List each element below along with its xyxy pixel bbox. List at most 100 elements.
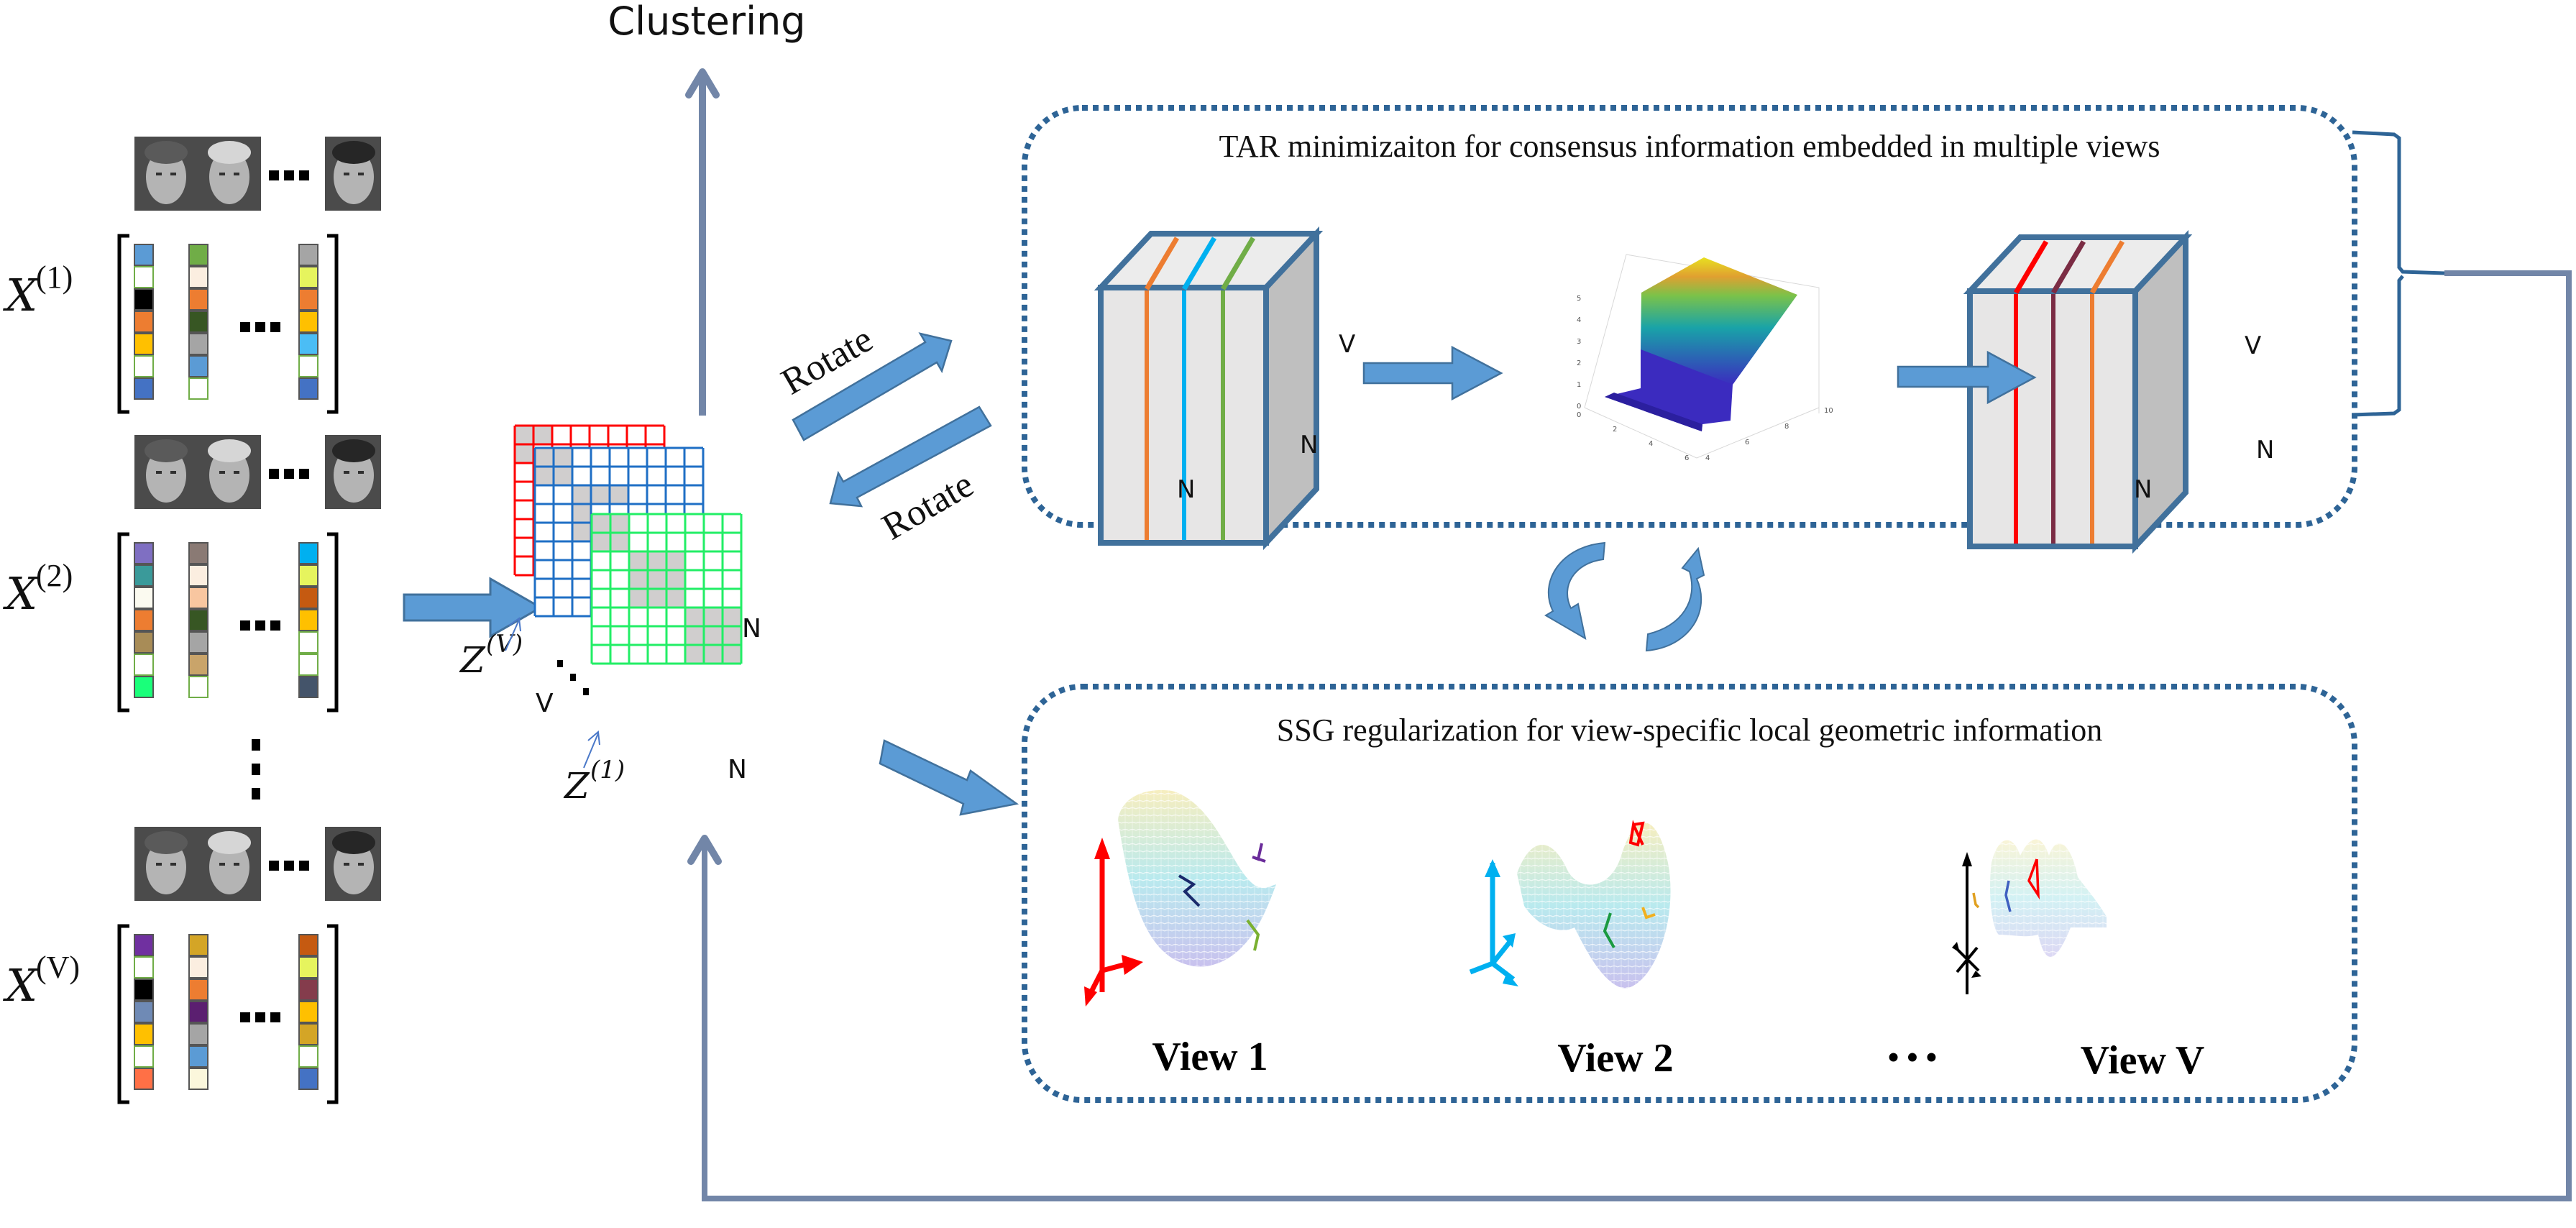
feature-cell (188, 355, 208, 377)
tensor-z-bottom-label: Z (1) (563, 730, 625, 807)
feature-cell (134, 676, 154, 698)
feature-cell (298, 542, 318, 564)
svg-text:(V): (V) (36, 950, 80, 985)
tube-fiber-top (2013, 240, 2049, 294)
view-v-label: View V (2081, 1038, 2205, 1083)
feature-cell (134, 654, 154, 676)
input-view-1: X(1) (3, 137, 381, 414)
feature-cell (298, 676, 318, 698)
feature-vector (188, 542, 208, 698)
plot-z-tick: 0 (1577, 403, 1581, 411)
feedback-loop-line (687, 270, 2572, 1201)
svg-text:(1): (1) (36, 260, 73, 295)
feature-cell (188, 1023, 208, 1045)
feature-cell (188, 311, 208, 333)
vertical-ellipsis-icon (252, 739, 260, 799)
face-image-1 (134, 137, 198, 211)
tensor-cube-left (1094, 226, 1324, 551)
plot-z-tick: 4 (1577, 316, 1581, 324)
rotate-forward-arrow (792, 332, 953, 441)
face-image-3 (325, 137, 381, 211)
plot-x-tick: 6 (1685, 454, 1689, 462)
plot-z-tick: 5 (1577, 295, 1581, 303)
right-bracket (327, 234, 339, 414)
cube-right-n-bottom-label: N (2134, 475, 2152, 504)
input-to-tensor-arrow (403, 577, 544, 638)
feature-cell (134, 1001, 154, 1023)
input-view-label: X(2) (3, 558, 73, 620)
view-v-axes-icon (1952, 852, 1981, 994)
face-image-2 (198, 435, 261, 509)
surface-lower (1605, 349, 1733, 431)
plot-z-tick: 2 (1577, 359, 1581, 367)
column-ellipsis-icon (240, 620, 280, 631)
input-view-label: X(1) (3, 260, 73, 321)
svg-text:Z: Z (563, 765, 590, 807)
tube-fiber-top (2050, 240, 2086, 294)
feature-cell (134, 587, 154, 609)
views-ellipsis: • • • (1888, 1040, 1937, 1075)
cube-side-face (1263, 226, 1319, 551)
feature-cell (188, 333, 208, 355)
view-2-axes-icon (1469, 859, 1518, 986)
feedback-bracket (2352, 130, 2445, 417)
feature-cell (298, 564, 318, 587)
tensor-v-label: V (536, 689, 554, 718)
face-image-3 (325, 435, 381, 509)
plot-z-tick: 3 (1577, 338, 1581, 346)
plot-y-tick: 8 (1784, 423, 1789, 431)
feature-cell (298, 956, 318, 979)
face-ellipsis-icon (269, 170, 309, 180)
tensor-cube-right (1963, 229, 2193, 554)
feature-cell (134, 609, 154, 631)
face-image-3 (325, 827, 381, 901)
svg-text:X: X (3, 269, 40, 321)
feature-cell (188, 377, 208, 400)
feature-cell (188, 1045, 208, 1068)
input-view-2: X(2) (3, 435, 381, 712)
cube-left-v-label: V (1339, 330, 1355, 359)
feature-vector (298, 542, 318, 698)
plot-x-tick: 2 (1613, 426, 1617, 434)
feature-cell (134, 1045, 154, 1068)
feature-cell (188, 542, 208, 564)
cube-right-n-side-label: N (2256, 436, 2274, 464)
feature-cell (298, 587, 318, 609)
z-slice-3 (590, 513, 743, 665)
feature-cell (298, 1023, 318, 1045)
feature-cell (298, 377, 318, 400)
feature-cell (188, 244, 208, 266)
ssg-panel: SSG regularization for view-specific loc… (1022, 684, 2357, 1103)
feature-cell (188, 288, 208, 311)
feature-cell (188, 934, 208, 956)
feature-cell (298, 979, 318, 1001)
ssg-panel-title: SSG regularization for view-specific loc… (1277, 712, 2103, 748)
left-bracket (117, 924, 129, 1104)
input-view-label: X(V) (3, 950, 80, 1012)
feature-cell (298, 1001, 318, 1023)
tensor-z-stack (513, 424, 743, 665)
feature-cell (298, 288, 318, 311)
tube-fiber-top (1144, 237, 1180, 290)
plot-to-cube-arrow (1897, 350, 2037, 405)
svg-text:(V): (V) (486, 630, 523, 659)
face-ellipsis-icon (269, 861, 309, 871)
feature-vector (188, 244, 208, 400)
feature-cell (134, 244, 154, 266)
face-image-1 (134, 827, 198, 901)
feature-cell (134, 934, 154, 956)
right-bracket (327, 532, 339, 712)
feature-cell (134, 956, 154, 979)
left-bracket (117, 532, 129, 712)
input-view-3: X(V) (3, 827, 381, 1104)
tube-fiber-top (2089, 240, 2125, 294)
plot-y-tick: 4 (1705, 454, 1710, 462)
feature-cell (188, 676, 208, 698)
feature-cell (298, 244, 318, 266)
feature-cell (188, 1001, 208, 1023)
view-v-manifold: View V (1952, 839, 2205, 1083)
feature-cell (298, 355, 318, 377)
feature-cell (188, 979, 208, 1001)
feature-cell (298, 609, 318, 631)
tensor-diagonal-dots (557, 660, 589, 695)
